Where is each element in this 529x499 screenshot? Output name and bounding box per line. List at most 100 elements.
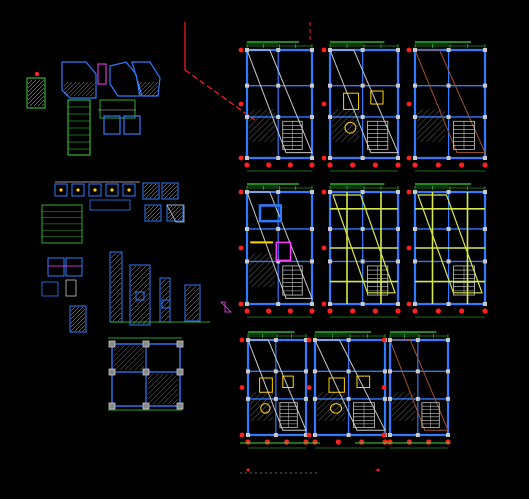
column xyxy=(346,338,351,342)
axis-bubble xyxy=(246,468,250,472)
axis-bubble xyxy=(435,162,441,168)
hatch-line xyxy=(416,109,424,116)
axis-bubble xyxy=(445,439,451,445)
plot-boundary xyxy=(247,339,307,431)
blue-block xyxy=(258,204,283,223)
hatch-line xyxy=(70,306,80,316)
rebar-dot xyxy=(127,188,131,192)
hatch-line xyxy=(114,345,140,371)
hatch-line xyxy=(27,79,41,93)
stair-icon xyxy=(453,265,475,296)
column xyxy=(245,156,249,160)
axis-bubble xyxy=(287,308,293,314)
hatch-line xyxy=(153,193,159,199)
axis-bubble xyxy=(435,308,441,314)
hatch-line xyxy=(151,89,159,97)
wall-section xyxy=(69,305,87,333)
axis-bubble xyxy=(482,308,488,314)
hatch-line xyxy=(185,292,200,307)
hatch-line xyxy=(164,185,178,199)
hatch-line xyxy=(169,207,183,221)
hatch-line xyxy=(143,81,159,97)
hatch-line xyxy=(142,317,150,325)
column xyxy=(360,302,365,306)
column xyxy=(246,369,250,374)
beam-diagonal xyxy=(332,194,396,294)
hatch-line xyxy=(248,113,276,140)
floor-plan-8 xyxy=(306,331,388,449)
window-detail xyxy=(65,257,83,277)
hatch-line xyxy=(147,373,164,390)
wall-detail xyxy=(142,182,160,200)
cut-line-dashed xyxy=(184,69,256,121)
hatch-line xyxy=(70,306,76,312)
column xyxy=(360,114,365,119)
axis-bubble xyxy=(381,385,387,390)
column xyxy=(273,396,278,401)
furniture-sofa xyxy=(370,90,384,105)
hatch-line xyxy=(263,410,274,421)
column xyxy=(413,114,417,119)
ramp-hatch xyxy=(248,109,276,142)
column xyxy=(413,302,417,306)
hatch-line xyxy=(248,109,256,116)
hatch-line xyxy=(151,211,161,221)
hatch-line xyxy=(81,83,95,97)
detail-strip xyxy=(89,199,131,211)
column xyxy=(273,433,278,437)
plot-boundary xyxy=(329,49,399,154)
hatch-line xyxy=(336,412,346,421)
column xyxy=(346,433,351,437)
plot-boundary xyxy=(314,339,386,431)
hatch-line xyxy=(149,189,159,199)
hatch-line xyxy=(147,85,159,97)
hatch-line xyxy=(160,305,170,315)
footing xyxy=(176,368,184,376)
rebar-detail xyxy=(97,63,107,85)
axis-bubble xyxy=(382,439,388,445)
footing-detail xyxy=(61,61,97,99)
hatch-line xyxy=(130,277,150,297)
axis-bubble xyxy=(412,308,418,314)
axis-bubble xyxy=(426,439,432,445)
column xyxy=(415,433,420,437)
furniture-dining-table xyxy=(344,121,357,134)
axis-bubble xyxy=(321,301,327,307)
axis-bubble xyxy=(303,439,309,445)
hatch-line xyxy=(426,123,446,142)
hatch-line xyxy=(251,398,274,421)
detail-top-left xyxy=(26,61,161,156)
column xyxy=(396,156,400,160)
hatch-line xyxy=(177,215,183,221)
stair-icon xyxy=(282,265,303,296)
axis-bubble xyxy=(459,308,465,314)
hatch-line xyxy=(160,280,170,290)
hatch-line xyxy=(318,394,346,421)
axis-bubble xyxy=(412,162,418,168)
wall-hatch xyxy=(162,183,178,199)
rebar-dot xyxy=(59,188,63,192)
axis-bubble xyxy=(244,162,250,168)
axis-bubble xyxy=(381,432,387,438)
axis-bubble xyxy=(372,162,378,168)
hatch-line xyxy=(113,345,135,367)
hatch-line xyxy=(258,125,276,142)
wall-detail xyxy=(144,204,162,222)
hatch-line xyxy=(160,278,167,285)
floor-plan-2 xyxy=(321,41,401,172)
column xyxy=(483,259,487,264)
window-detail xyxy=(41,281,59,297)
hatch-line xyxy=(29,91,45,107)
axis-bubble xyxy=(327,308,333,314)
axis-bubble xyxy=(238,155,244,161)
hatch-line xyxy=(130,265,147,282)
hatch-line xyxy=(263,275,276,288)
hatch-line xyxy=(162,183,172,193)
column xyxy=(310,302,314,306)
hatch-line xyxy=(185,302,200,317)
plot-boundary xyxy=(389,339,449,431)
column xyxy=(388,396,392,401)
hatch-line xyxy=(117,317,122,322)
hatch-line xyxy=(160,290,170,300)
